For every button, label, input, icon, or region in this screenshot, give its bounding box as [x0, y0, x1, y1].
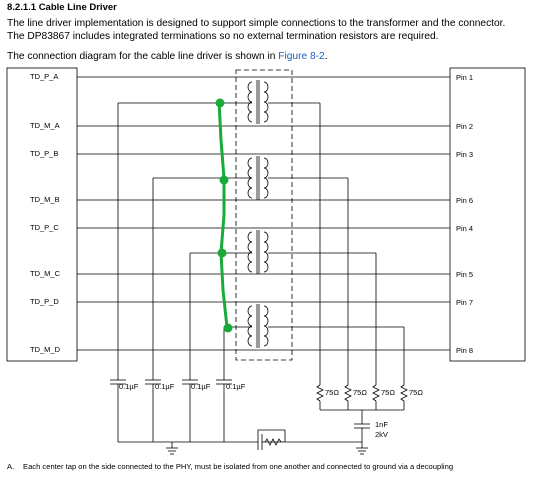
connector-box [449, 67, 526, 362]
phy-pin-labels: TD_P_A TD_M_A TD_P_B TD_M_B TD_P_C TD_M_… [30, 72, 61, 354]
cap-label-1: 0.1µF [119, 382, 139, 391]
cable-line-driver-diagram: TD_P_A TD_M_A TD_P_B TD_M_B TD_P_C TD_M_… [6, 67, 526, 455]
connector-pin-3: Pin 3 [456, 150, 473, 159]
section-heading: 8.2.1.1 Cable Line Driver [7, 2, 117, 13]
intro-line-2: The DP83867 includes integrated terminat… [7, 31, 439, 42]
intro-line-1: The line driver implementation is design… [7, 18, 506, 29]
footnote-letter: A. [7, 462, 15, 471]
pin-label-td-p-c: TD_P_C [30, 223, 59, 232]
pin-label-td-m-b: TD_M_B [30, 195, 60, 204]
resistor-label-1: 75Ω [325, 388, 339, 397]
pin-label-td-p-a: TD_P_A [30, 72, 58, 81]
connector-pin-5: Pin 5 [456, 270, 473, 279]
connector-pin-4: Pin 4 [456, 224, 473, 233]
figure-link[interactable]: Figure 8-2 [278, 51, 325, 62]
hv-capacitor [354, 423, 370, 429]
pin-label-td-m-d: TD_M_D [30, 345, 61, 354]
connector-pin-7: Pin 7 [456, 298, 473, 307]
hv-cap-rating-label: 2kV [375, 430, 388, 439]
pin-label-td-p-d: TD_P_D [30, 297, 59, 306]
hv-cap-value-label: 1nF [375, 420, 388, 429]
pin-label-td-p-b: TD_P_B [30, 149, 58, 158]
resistor-label-3: 75Ω [381, 388, 395, 397]
ground-symbol-right [356, 442, 368, 455]
resistor-label-4: 75Ω [409, 388, 423, 397]
termination-resistors [316, 384, 408, 402]
connector-pin-6: Pin 6 [456, 196, 473, 205]
footnote-text: Each center tap on the side connected to… [23, 462, 454, 471]
resistor-label-2: 75Ω [353, 388, 367, 397]
cap-label-3: 0.1µF [191, 382, 211, 391]
transformer-coils-line-side [263, 81, 269, 347]
transformer-coils-phy-side [247, 81, 253, 347]
center-tap-highlight [215, 98, 233, 333]
connector-pin-labels: Pin 1 Pin 2 Pin 3 Pin 6 Pin 4 Pin 5 Pin … [456, 73, 473, 355]
connector-pin-8: Pin 8 [456, 346, 473, 355]
figure-reference-text: The connection diagram for the cable lin… [7, 51, 279, 62]
chassis-isolation-network [255, 429, 286, 450]
cap-label-4: 0.1µF [226, 382, 246, 391]
pin-label-td-m-a: TD_M_A [30, 121, 60, 130]
cap-label-2: 0.1µF [155, 382, 175, 391]
transformer-package-outline [235, 69, 293, 361]
phy-box [6, 67, 78, 362]
pin-label-td-m-c: TD_M_C [30, 269, 61, 278]
ground-symbol-left [166, 442, 178, 455]
figure-reference-paragraph: The connection diagram for the cable lin… [7, 50, 328, 63]
intro-paragraph: The line driver implementation is design… [7, 17, 505, 43]
connector-pin-1: Pin 1 [456, 73, 473, 82]
connector-pin-2: Pin 2 [456, 122, 473, 131]
figure-reference-end: . [324, 51, 328, 62]
footnote: A. Each center tap on the side connected … [7, 462, 453, 471]
